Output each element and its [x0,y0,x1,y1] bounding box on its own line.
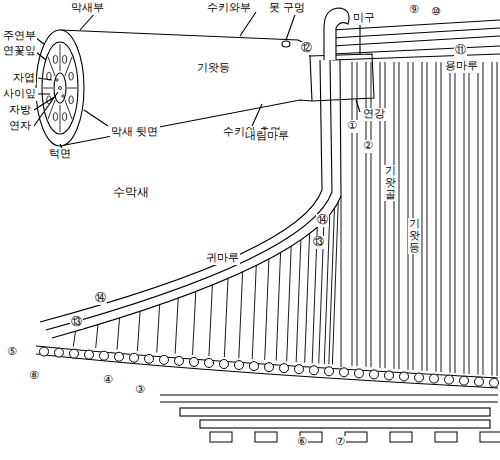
part-label: 연강 [362,108,386,121]
callout-number: ⑦ [334,436,346,449]
part-label: 자엽 [12,72,36,85]
title-label: 수막새 [112,186,150,200]
part-label: 턱면 [48,148,72,161]
callout-number: ⑬ [70,316,83,329]
part-label: 못 구멍 [268,2,307,15]
part-label: 귀마루 [205,252,240,265]
callout-number: ⑧ [28,370,40,383]
part-label: 용마루 [444,60,479,73]
callout-number: ⑭ [316,214,329,227]
callout-number: ④ [102,374,114,387]
part-label: 기왓등 [408,218,421,254]
callout-number: ① [346,120,358,133]
part-label: 사이잎 [2,88,37,101]
callout-number: ⑭ [94,292,107,305]
callout-number: ③ [134,384,146,397]
part-label: 미구 [352,12,376,25]
callout-number: ⑩ [430,6,442,19]
part-label: 기왓골 [384,165,397,201]
part-label: 막새부 [70,2,105,15]
callout-number: ② [362,140,374,153]
part-label: 기왓등 [196,62,231,75]
part-label: 수키와부 [206,2,252,15]
callout-number: ⑫ [300,42,313,55]
part-label: 자방 [8,104,32,117]
callout-number: ⑪ [454,44,467,57]
callout-number: ⑨ [408,4,420,17]
part-label: 내림마루 [244,130,290,143]
part-label: 주연부 [2,30,37,43]
callout-number: ⑥ [296,436,308,449]
part-label: 연자 [8,120,32,133]
part-label: 연꽃잎 [2,45,37,58]
callout-number: ⑤ [6,346,18,359]
callout-number: ⑬ [312,236,325,249]
part-label: 막새 뒷면 [110,126,160,139]
